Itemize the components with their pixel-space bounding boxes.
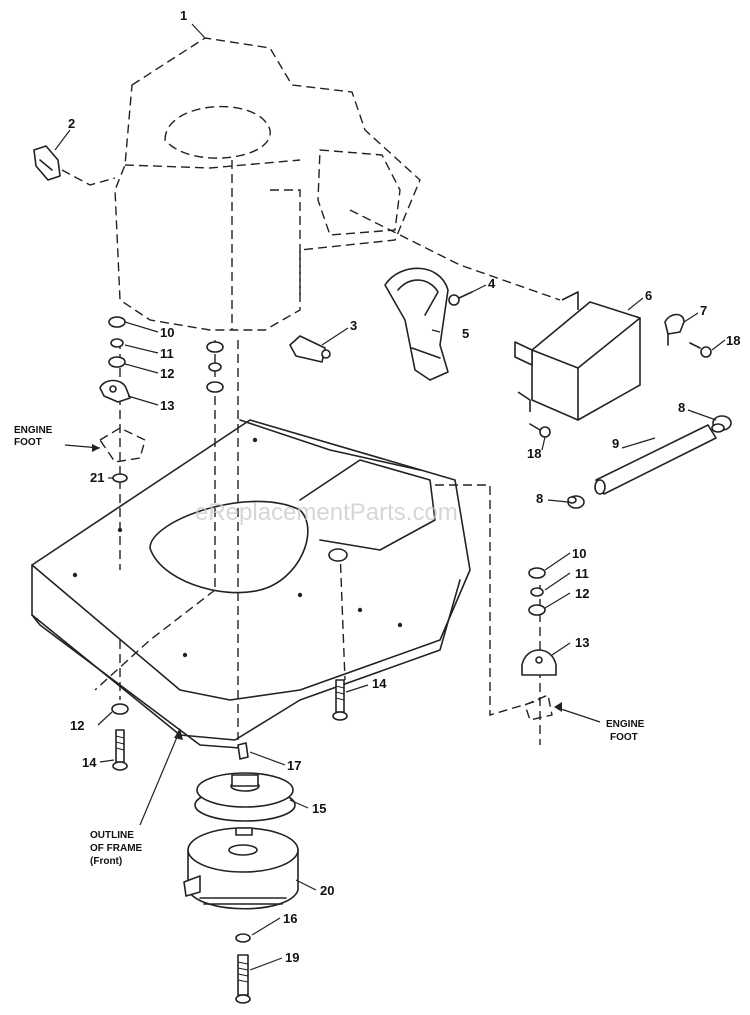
callout-15: 15: [312, 801, 326, 816]
callout-21: 21: [90, 470, 104, 485]
callout-4: 4: [488, 276, 496, 291]
part-3-fitting: [289, 335, 331, 363]
callout-16: 16: [283, 911, 297, 926]
callout-9: 9: [612, 436, 619, 451]
mower-frame: [31, 419, 471, 749]
callout-20: 20: [320, 883, 334, 898]
frame-outline-line3: (Front): [90, 856, 122, 867]
engine-foot-left-line1: ENGINE: [14, 425, 53, 436]
callout-8-top: 8: [678, 400, 685, 415]
callout-11-left: 11: [160, 346, 174, 361]
engine-foot-left-line2: FOOT: [14, 437, 42, 448]
callout-1: 1: [180, 8, 187, 23]
part-8-clamp-top: [711, 415, 732, 433]
part-20-clutch: [183, 827, 299, 910]
part-8-clamp-bottom: [567, 495, 585, 509]
engine-foot-label-left: ENGINE FOOT: [14, 425, 53, 448]
part-15-pulley: [194, 772, 296, 822]
part-2-clip: [33, 145, 61, 181]
callout-12-left: 12: [160, 366, 174, 381]
callout-19: 19: [285, 950, 299, 965]
callout-12-bottom: 12: [70, 718, 84, 733]
frame-outline-label: OUTLINE OF FRAME (Front): [90, 830, 143, 867]
part-18-screw-left: [529, 423, 551, 438]
callout-14-left: 14: [82, 755, 97, 770]
callout-18-left: 18: [527, 446, 541, 461]
engine-foot-left-outline: [99, 427, 146, 463]
callout-10-left: 10: [160, 325, 174, 340]
callout-numbers: 1 2 3 4 5 6 7 18 8 9 18 8 10 11 12 13 21…: [68, 8, 740, 965]
part-16-washer: [235, 933, 251, 943]
part-14-bolt-right: [332, 679, 348, 721]
part-14-bolt-left: [112, 729, 128, 771]
part-17-key: [237, 742, 249, 760]
part-12-washer-bottom: [111, 703, 129, 715]
callout-13-right: 13: [575, 635, 589, 650]
callout-11-right: 11: [575, 566, 589, 581]
callout-14-right: 14: [372, 676, 387, 691]
part-5-shield: [384, 267, 449, 381]
callout-8-bottom: 8: [536, 491, 543, 506]
callout-12-right: 12: [575, 586, 589, 601]
left-mount-hardware: [99, 316, 224, 403]
engine-foot-label-right: ENGINE FOOT: [606, 719, 645, 743]
callout-7: 7: [700, 303, 707, 318]
callout-3: 3: [350, 318, 357, 333]
engine: [114, 37, 421, 331]
frame-outline-line2: OF FRAME: [90, 843, 143, 854]
part-21-washer: [112, 473, 128, 483]
watermark: eReplacementParts.com: [195, 499, 458, 526]
callout-6: 6: [645, 288, 652, 303]
right-mount-hardware: [521, 567, 557, 721]
engine-foot-right-line1: ENGINE: [606, 719, 645, 730]
callout-2: 2: [68, 116, 75, 131]
callout-13-left: 13: [160, 398, 174, 413]
part-6-battery-box: [514, 291, 641, 421]
engine-foot-right-line2: FOOT: [610, 732, 638, 743]
part-19-bolt: [235, 954, 251, 1004]
part-4-bolt: [448, 291, 473, 306]
leader-lines: [54, 23, 726, 971]
callout-5: 5: [462, 326, 469, 341]
part-7-hook: [664, 313, 685, 346]
frame-outline-line1: OUTLINE: [90, 830, 134, 841]
assembly-lines: [61, 169, 561, 745]
callout-18-right: 18: [726, 333, 740, 348]
part-9-hose: [594, 424, 717, 495]
part-18-screw-right: [689, 342, 712, 358]
callout-17: 17: [287, 758, 301, 773]
callout-10-right: 10: [572, 546, 586, 561]
